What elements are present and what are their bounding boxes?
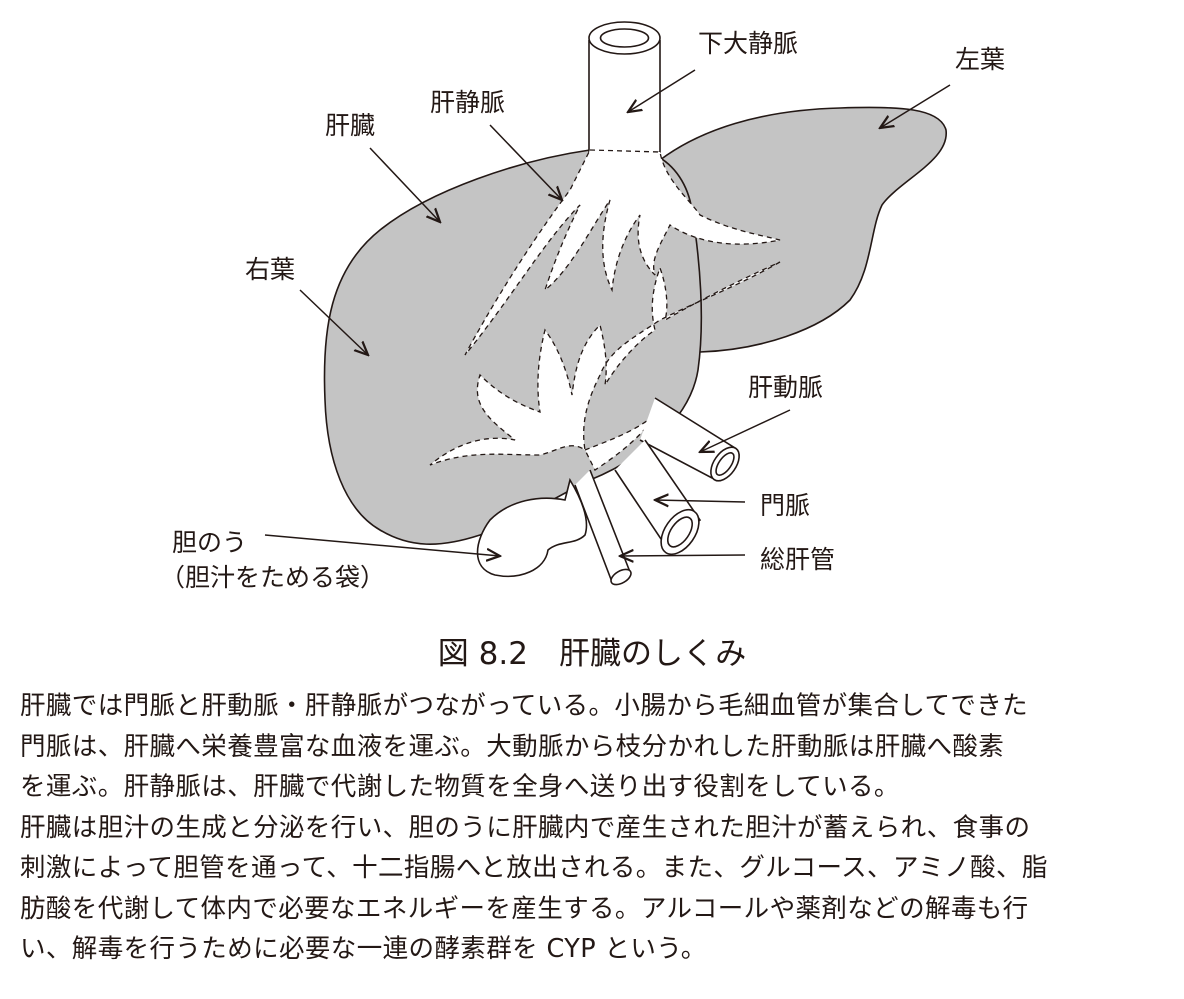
label-common-hepatic-duct: 総肝管 [760, 545, 836, 574]
label-gallbladder-note: （胆汁をためる袋） [160, 563, 386, 592]
label-portal-vein: 門脈 [760, 491, 811, 520]
body-line: 刺激によって胆管を通って、十二指腸へと放出される。また、グルコース、アミノ酸、脂 [20, 853, 1048, 883]
body-text: 肝臓では門脈と肝動脈・肝静脈がつながっている。小腸から毛細血管が集合してできた … [20, 686, 1170, 970]
figure-caption: 図 8.2 肝臓のしくみ [437, 636, 747, 672]
liver-diagram [264, 21, 951, 586]
left-lobe [659, 106, 947, 353]
body-line: を運ぶ。肝静脈は、肝臓で代謝した物質を全身へ送り出す役割をしている。 [20, 772, 900, 802]
body-line: 肪酸を代謝して体内で必要なエネルギーを産生する。アルコールや薬剤などの解毒も行 [20, 893, 1029, 924]
gallbladder [476, 477, 588, 577]
label-right-lobe: 右葉 [245, 255, 296, 284]
body-line: 肝臓では門脈と肝動脈・肝静脈がつながっている。小腸から毛細血管が集合してできた [20, 691, 1029, 721]
label-left-lobe: 左葉 [955, 45, 1006, 74]
label-liver: 肝臓 [325, 111, 376, 140]
label-inferior-vena-cava: 下大静脈 [698, 29, 799, 58]
body-line: 肝臓は胆汁の生成と分泌を行い、胆のうに肝臓内で産生された胆汁が蓄えられ、食事の [20, 812, 1031, 843]
body-line: 門脈は、肝臓へ栄養豊富な血液を運ぶ。大動脈から枝分かれした肝動脈は肝臓へ酸素 [20, 731, 1005, 762]
label-hepatic-artery: 肝動脈 [748, 373, 824, 402]
body-line: い、解毒を行うために必要な一連の酵素群を CYP という。 [20, 934, 707, 964]
label-hepatic-vein: 肝静脈 [430, 88, 506, 117]
label-gallbladder: 胆のう [172, 528, 248, 557]
